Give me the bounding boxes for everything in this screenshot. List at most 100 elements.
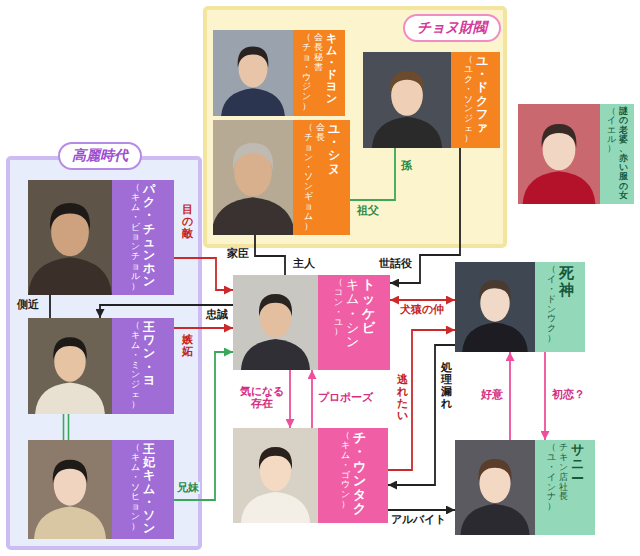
portrait-photo	[518, 104, 600, 204]
character-card: チ・ウンタク（キム・ゴウン）	[233, 428, 388, 523]
photo-body	[372, 117, 442, 148]
photo-hair	[53, 337, 86, 360]
portrait-art	[28, 440, 112, 539]
character-card: トッケビキム・シン（コン・ユ）	[233, 275, 390, 370]
relation-connector	[388, 510, 455, 511]
photo-hair	[390, 71, 424, 94]
portrait-art	[363, 52, 451, 148]
card-text: ユ・ドクファ	[476, 55, 488, 134]
photo-ground	[213, 120, 293, 235]
connector-line	[509, 352, 511, 440]
character-card: 死神（イ・ドンウク）	[455, 262, 585, 352]
card-text: （チョ・ウジン）	[302, 33, 311, 112]
photo-body	[241, 492, 310, 523]
connector-line	[388, 509, 455, 511]
portrait-art	[213, 30, 293, 116]
relation-connector	[510, 352, 511, 440]
photo-body	[523, 171, 596, 204]
relation-connector	[545, 352, 546, 440]
photo-body	[221, 88, 285, 116]
relation-label: 犬猿の仲	[399, 304, 445, 316]
card-text: 死神	[559, 265, 574, 298]
relation-connector	[390, 148, 460, 283]
relation-label: 逃れたい	[396, 374, 409, 422]
group-region: 高麗時代パク・チュンホン（キム・ビョンチョル）王ワン・ヨ（キム・ミンジェ）王妃キ…	[8, 158, 200, 548]
character-card: サニーチキン店社長（ユ・インナ）	[455, 440, 595, 535]
photo-body	[35, 383, 105, 414]
connector-line	[350, 148, 395, 200]
portrait-art	[455, 440, 535, 535]
character-card: ユ・ドクファ（ユク・ソンジェ）	[363, 52, 500, 148]
photo-hair	[259, 447, 292, 469]
name-panel: トッケビキム・シン（コン・ユ）	[318, 275, 390, 370]
connector-line	[388, 345, 455, 485]
relation-connector	[100, 305, 233, 318]
relation-connector	[388, 330, 455, 470]
relation-label: 初恋？	[551, 389, 586, 401]
name-panel: 死神（イ・ドンウク）	[535, 262, 585, 352]
connector-line	[311, 370, 313, 428]
portrait-photo	[455, 440, 535, 535]
photo-ground	[233, 428, 318, 523]
name-panel: 王ワン・ヨ（キム・ミンジェ）	[112, 318, 174, 414]
card-text: キム・シン	[346, 278, 359, 349]
character-card: ユ・シヌ会長（チョン・ソンギョム）	[213, 120, 350, 235]
connector-line	[100, 305, 233, 318]
photo-ground	[213, 30, 293, 116]
portrait-photo	[28, 318, 112, 414]
relation-label: 気になる存在	[238, 386, 286, 410]
connector-line	[289, 370, 291, 428]
photo-hair	[479, 280, 510, 301]
name-panel: 王妃キム・ソン（キム・ソヒョン）	[112, 440, 174, 539]
card-text: （イエル）	[607, 107, 616, 154]
group-ground	[8, 158, 200, 548]
connector-line	[255, 235, 285, 275]
portrait-art	[518, 104, 600, 204]
relation-label: 側近	[16, 299, 40, 311]
name-panel: ユ・ドクファ（ユク・ソンジェ）	[451, 52, 500, 148]
photo-ground	[455, 440, 535, 535]
portrait-art	[28, 180, 112, 295]
relation-label: 忠誠	[205, 309, 229, 321]
photo-body	[34, 507, 106, 539]
portrait-art	[233, 428, 318, 523]
connector-line	[68, 414, 70, 440]
character-card: 王妃キム・ソン（キム・ソヒョン）	[28, 440, 174, 539]
card-text: チ・ウンタク	[353, 431, 366, 517]
group-region: チョヌ財閥キム・ドヨン会長秘書（チョ・ウジン）ユ・ドクファ（ユク・ソンジェ）ユ・…	[205, 8, 505, 246]
relation-label: 主人	[292, 258, 316, 270]
card-text: パク・チュンホン	[143, 183, 155, 289]
name-panel: パク・チュンホン（キム・ビョンチョル）	[112, 180, 174, 295]
connector-line	[390, 148, 460, 283]
relation-connector	[290, 370, 291, 428]
card-text: チキン店社長	[559, 443, 568, 502]
photo-ground	[363, 52, 451, 148]
card-text: （チョン・ソンギョム）	[304, 123, 313, 232]
photo-ground	[28, 440, 112, 539]
relation-connector	[50, 295, 51, 318]
photo-ground	[518, 104, 600, 204]
portrait-photo	[363, 52, 451, 148]
relation-connector	[174, 258, 233, 290]
card-text: （キム・ゴウン）	[341, 431, 350, 510]
connector-line	[174, 327, 233, 329]
card-text: サニー	[571, 443, 584, 486]
relation-label: 孫	[400, 160, 413, 172]
connector-line	[388, 330, 455, 470]
name-panel: 謎の老婆、赤い服の女（イエル）	[600, 104, 634, 204]
card-text: トッケビ	[362, 278, 375, 335]
card-text: 王ワン・ヨ	[143, 321, 155, 387]
card-text: （コン・ユ）	[334, 278, 343, 337]
connector-line	[390, 299, 455, 301]
card-text: 会長	[316, 123, 325, 143]
relation-label: プロポーズ	[317, 392, 374, 404]
relation-label: 処理漏れ	[440, 362, 453, 410]
photo-body	[462, 323, 527, 352]
card-text: （キム・ビョンチョル）	[131, 183, 140, 292]
relation-label: 嫉妬	[181, 334, 194, 358]
photo-hair	[53, 460, 88, 483]
character-card: パク・チュンホン（キム・ビョンチョル）	[28, 180, 174, 295]
photo-hair	[238, 47, 269, 68]
